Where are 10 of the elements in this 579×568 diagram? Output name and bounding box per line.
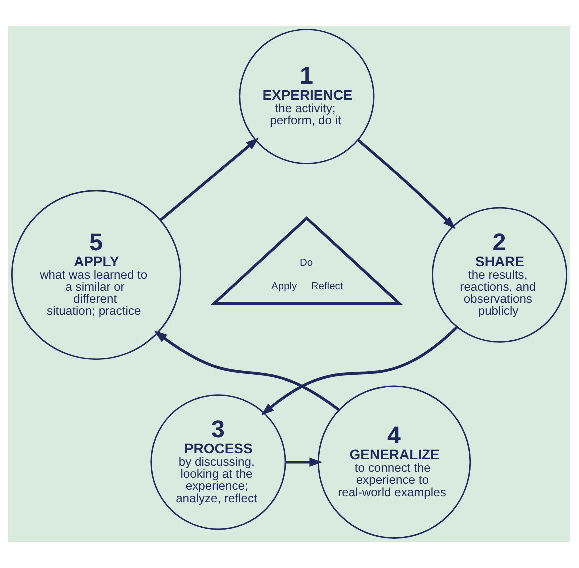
node-circle: 2 SHARE the results, reactions, and observations publicly (432, 207, 568, 343)
node-circle: 3 PROCESS by discussing, looking at the experience; analyze, reflect (150, 394, 286, 530)
node-circle: 1 EXPERIENCE the activity; perform, do it (239, 29, 375, 165)
arrow (286, 458, 323, 467)
arrow (357, 139, 456, 230)
arrow (261, 326, 458, 416)
node-circle: 5 APPLY what was learned to a similar or different situation; practice (11, 190, 182, 360)
arrow (160, 138, 260, 222)
arrow (154, 330, 340, 412)
node-circle: 4 GENERALIZE to connect the experience to real-world examples (318, 386, 472, 539)
